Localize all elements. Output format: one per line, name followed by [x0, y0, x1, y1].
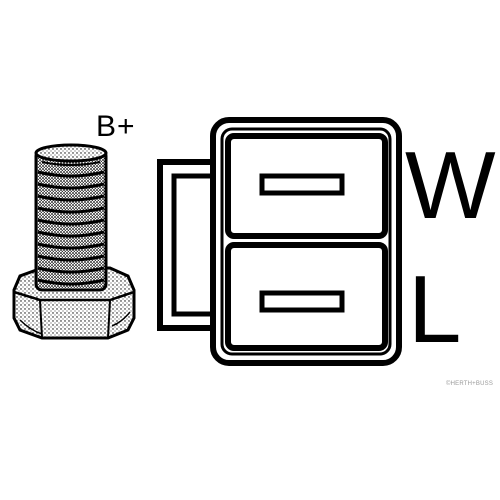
- latch-tab-icon: [157, 159, 214, 331]
- pin-l-icon: [259, 290, 345, 313]
- connector-icon: [157, 117, 402, 366]
- terminal-stud-icon: [12, 143, 136, 340]
- battery-terminal-label: B+: [96, 110, 136, 143]
- pin-w-label: W: [405, 132, 496, 239]
- pin-cavity-l: [225, 242, 388, 351]
- pin-w-icon: [259, 173, 345, 196]
- threaded-shaft-icon: [34, 143, 108, 292]
- watermark-text: ©HERTH+BUSS: [446, 381, 494, 387]
- pin-l-label: L: [408, 256, 462, 363]
- pin-cavity-w: [225, 133, 388, 239]
